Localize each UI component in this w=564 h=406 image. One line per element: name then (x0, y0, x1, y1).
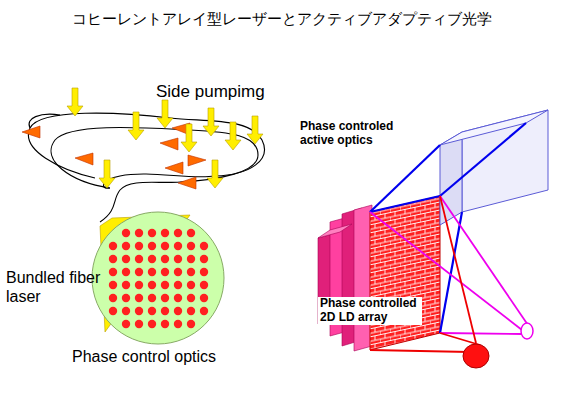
fiber-core (109, 307, 117, 315)
fiber-core (135, 255, 143, 263)
fiber-core (122, 320, 130, 328)
fiber-core (200, 307, 208, 315)
phase-control-optics (92, 212, 224, 344)
fiber-core (161, 307, 169, 315)
optics-label: Phase control optics (70, 348, 218, 366)
fiber-core (148, 294, 156, 302)
fiber-core (200, 268, 208, 276)
fiber-core (187, 255, 195, 263)
focus-spot-large (463, 344, 489, 368)
fiber-core (122, 307, 130, 315)
fiber-core (200, 294, 208, 302)
fiber-core (161, 294, 169, 302)
fiber-core (122, 255, 130, 263)
fiber-core (174, 294, 182, 302)
fiber-core (200, 242, 208, 250)
fiber-coil (28, 113, 264, 222)
fiber-core (161, 320, 169, 328)
fiber-core (148, 268, 156, 276)
fiber-core (135, 281, 143, 289)
fiber-core (109, 281, 117, 289)
fiber-cores (109, 229, 208, 328)
fiber-core (174, 229, 182, 237)
fiber-core (174, 242, 182, 250)
active-optics-label: Phase controled active optics (300, 120, 420, 148)
fiber-core (109, 242, 117, 250)
fiber-core (135, 242, 143, 250)
fiber-core (122, 268, 130, 276)
fiber-core (200, 255, 208, 263)
side-pumping-label: Side pumpimg (156, 82, 265, 102)
fiber-core (161, 281, 169, 289)
fiber-core (174, 307, 182, 315)
pump-arrows (67, 88, 263, 188)
fiber-core (187, 320, 195, 328)
fiber-core (174, 320, 182, 328)
fiber-core (161, 242, 169, 250)
fiber-core (187, 268, 195, 276)
fiber-core (148, 242, 156, 250)
fiber-core (174, 255, 182, 263)
fiber-core (135, 320, 143, 328)
fiber-core (109, 294, 117, 302)
fiber-core (122, 281, 130, 289)
fiber-core (135, 268, 143, 276)
fiber-core (122, 229, 130, 237)
fiber-core (109, 255, 117, 263)
fiber-core (187, 229, 195, 237)
fiber-core (122, 242, 130, 250)
fiber-core (187, 307, 195, 315)
pump-diodes (22, 123, 206, 189)
fiber-core (174, 268, 182, 276)
fiber-core (148, 255, 156, 263)
fiber-core (161, 268, 169, 276)
fiber-core (187, 294, 195, 302)
title: コヒーレントアレイ型レーザーとアクティブアダプティブ光学 (72, 10, 492, 29)
fiber-core (174, 281, 182, 289)
ld-array-stack (318, 205, 372, 351)
fiber-core (135, 229, 143, 237)
fiber-core (135, 307, 143, 315)
fiber-core (122, 294, 130, 302)
fiber-core (109, 268, 117, 276)
fiber-core (148, 307, 156, 315)
fiber-core (148, 281, 156, 289)
ld-array-label: Phase controlled 2D LD array (318, 297, 422, 325)
red-rays (370, 196, 480, 352)
fiber-laser-label: Bundled fiber laser (6, 268, 104, 306)
focus-spot-small (521, 323, 533, 339)
fiber-core (200, 281, 208, 289)
fiber-core (148, 229, 156, 237)
fiber-core (187, 281, 195, 289)
fiber-core (161, 229, 169, 237)
fiber-core (148, 320, 156, 328)
fiber-core (135, 294, 143, 302)
target-cube (440, 110, 548, 225)
fiber-core (161, 255, 169, 263)
fiber-core (187, 242, 195, 250)
